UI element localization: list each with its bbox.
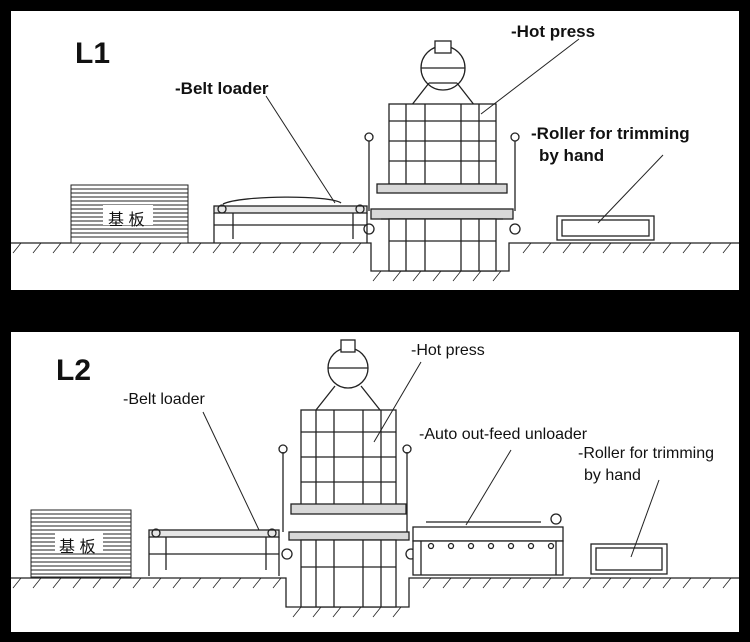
l1-belt-loader-label: -Belt loader <box>175 79 269 98</box>
l2-roller-label-line1: -Roller for trimming <box>578 445 715 462</box>
l1-ground-hatching <box>12 242 732 282</box>
l1-hot-press-label: -Hot press <box>511 22 596 41</box>
l2-ground-hatching <box>12 577 732 618</box>
l2-hot-press <box>278 339 417 608</box>
l2-roller-table <box>590 543 668 575</box>
l2-board-stack-text: 基 板 <box>59 539 96 556</box>
l1-roller-label-line2: by hand <box>539 146 605 165</box>
l2-hot-press-label: -Hot press <box>411 342 485 359</box>
panel-l2: L2 -Belt loader -Hot press -Auto out-fee… <box>11 332 739 632</box>
l2-roller-label-line2: by hand <box>584 467 641 484</box>
l2-board-stack <box>30 509 132 578</box>
l2-auto-unloader-label: -Auto out-feed unloader <box>419 426 588 443</box>
l1-board-stack <box>70 184 189 244</box>
l2-leader-lines <box>202 361 660 558</box>
l2-belt-loader <box>148 528 280 576</box>
l2-drawing <box>11 339 739 618</box>
l1-drawing <box>11 38 739 282</box>
l1-leader-lines <box>265 38 664 224</box>
l2-panel-id: L2 <box>56 354 92 387</box>
l1-roller-table <box>556 215 655 241</box>
l1-hot-press <box>363 40 521 272</box>
l2-belt-loader-label: -Belt loader <box>123 391 205 408</box>
panel-l1: L1 -Belt loader -Hot press -Roller for t… <box>11 11 739 290</box>
l1-belt-loader <box>213 196 368 243</box>
l1-panel-id: L1 <box>75 37 111 70</box>
l2-auto-unloader <box>412 513 564 576</box>
l1-roller-label-line1: -Roller for trimming <box>531 124 690 143</box>
l1-ground-line <box>11 242 739 272</box>
l1-board-stack-text: 基 板 <box>108 212 145 229</box>
